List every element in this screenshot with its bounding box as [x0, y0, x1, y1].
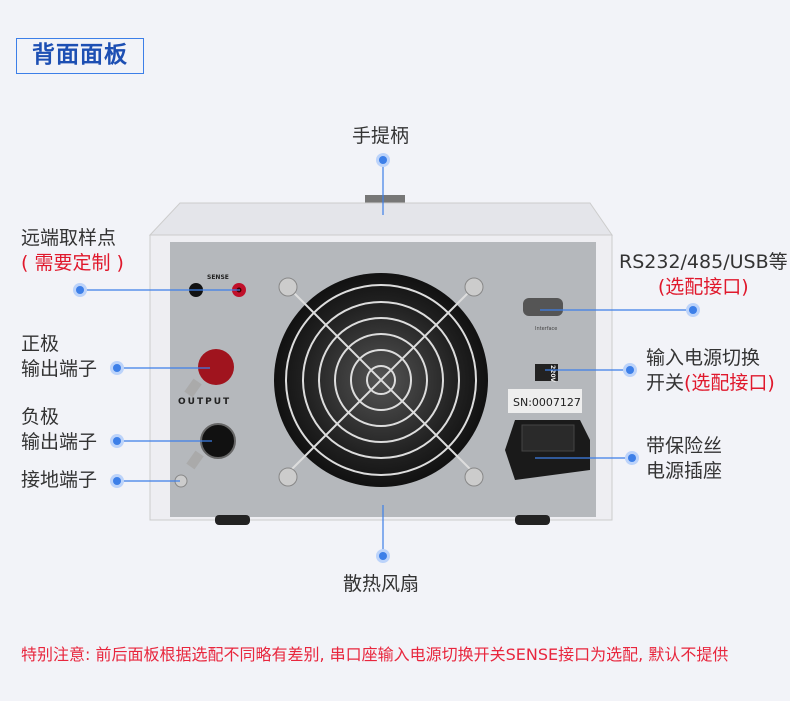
power-socket [505, 420, 590, 480]
label-ground: 接地端子 [21, 469, 98, 491]
serial-port: Interface [523, 298, 563, 332]
output-terminals: OUTPUT [174, 349, 236, 488]
label-comm: RS232/485/USB等 (选配接口) [619, 250, 788, 300]
label-sense-line1: 远端取样点 [21, 227, 117, 249]
label-switch-line2a: 开关 [646, 372, 685, 394]
label-negative-line1: 负极 [21, 406, 60, 428]
label-positive-line1: 正极 [21, 333, 60, 355]
label-sense-line2: ( 需要定制 ) [21, 252, 124, 274]
label-socket: 带保险丝 电源插座 [646, 434, 722, 484]
label-socket-line2: 电源插座 [646, 460, 723, 482]
label-comm-line1: RS232/485/USB等 [619, 251, 788, 273]
callout-dot [686, 303, 700, 317]
footnote: 特别注意: 前后面板根据选配不同略有差别, 串口座输入电源切换开关SENSE接口… [21, 645, 729, 664]
callout-dot [376, 549, 390, 563]
callout-lines [80, 160, 693, 556]
page-title: 背面面板 [16, 38, 144, 74]
serial-label: SN:0007127 [508, 389, 582, 413]
callout-dot [376, 153, 390, 167]
label-switch: 输入电源切换 开关(选配接口) [646, 346, 775, 396]
output-text: OUTPUT [178, 397, 231, 407]
label-negative-line2: 输出端子 [21, 431, 98, 453]
callout-dot [623, 363, 637, 377]
callout-dot [110, 474, 124, 488]
cooling-fan [274, 273, 488, 487]
label-negative: 负极 输出端子 [21, 405, 97, 455]
label-fan: 散热风扇 [343, 573, 420, 595]
label-sense: 远端取样点 ( 需要定制 ) [21, 226, 124, 276]
voltage-text: 220V [549, 365, 556, 383]
label-socket-line1: 带保险丝 [646, 435, 723, 457]
callout-dot [110, 434, 124, 448]
serial-number: SN:0007127 [513, 396, 581, 409]
voltage-switch: 220V [535, 364, 558, 383]
label-positive-line2: 输出端子 [21, 358, 98, 380]
interface-text: Interface [535, 326, 557, 332]
label-positive: 正极 输出端子 [21, 332, 97, 382]
callout-dot [625, 451, 639, 465]
callout-dots [73, 153, 700, 563]
callout-dot [110, 361, 124, 375]
label-handle: 手提柄 [352, 125, 410, 147]
sense-text: SENSE [207, 274, 229, 281]
label-comm-line2: (选配接口) [657, 276, 749, 298]
label-switch-line2b: (选配接口) [684, 372, 775, 394]
label-switch-line1: 输入电源切换 [646, 347, 761, 369]
callout-dot [73, 283, 87, 297]
